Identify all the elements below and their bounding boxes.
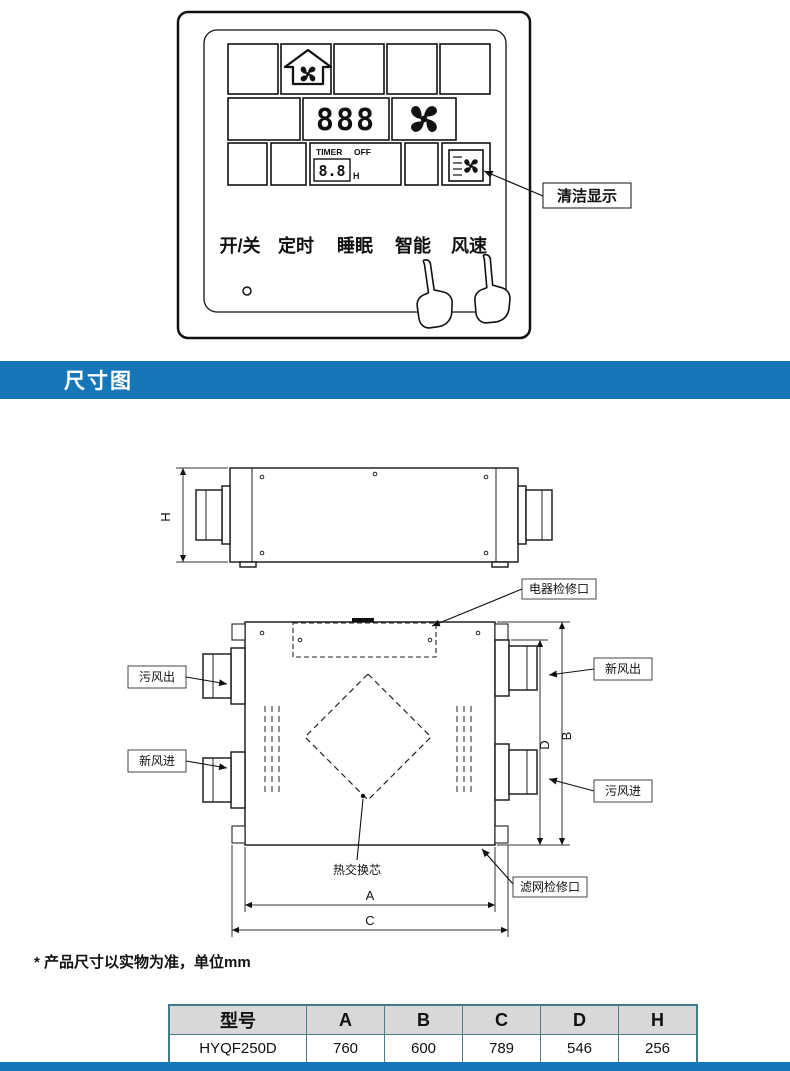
dim-b-label: B <box>559 732 574 741</box>
duct-port <box>517 485 527 545</box>
button-sleep: 睡眠 <box>337 236 373 256</box>
dimension-figure: H <box>127 467 653 937</box>
label-heat-exchange-core: 热交换芯 <box>333 862 381 877</box>
label-dirty-air-out: 污风出 <box>139 670 175 684</box>
unit-body-side <box>229 467 519 563</box>
duct-port <box>525 489 553 541</box>
mount-tab <box>494 623 509 641</box>
duct-port <box>494 639 510 697</box>
callout-label: 清洁显示 <box>557 187 617 205</box>
table-row: HYQF250D 760 600 789 546 256 <box>168 1034 698 1064</box>
header-h: H <box>618 1004 698 1035</box>
label-filter-access: 滤网检修口 <box>520 879 580 894</box>
dimension-note: * 产品尺寸以实物为准，单位mm <box>34 954 251 971</box>
mount-tab <box>494 825 509 844</box>
dim-a-label: A <box>366 888 375 903</box>
cell-h: 256 <box>618 1034 698 1064</box>
control-panel-figure: 888 TIMER OFF 8.8 H 开/关 定时 睡眠 智能 风速 <box>176 10 632 340</box>
timer-digit-box <box>313 158 351 182</box>
lcd-cell <box>270 142 307 186</box>
hour-unit-label: H <box>353 171 360 181</box>
cell-model: HYQF250D <box>168 1034 307 1064</box>
cell-b: 600 <box>384 1034 463 1064</box>
callout-arrow <box>483 170 544 197</box>
lcd-cell <box>404 142 439 186</box>
button-labels: 开/关 定时 睡眠 智能 风速 <box>219 235 487 256</box>
clean-callout: 清洁显示 <box>483 170 632 209</box>
header-c: C <box>462 1004 541 1035</box>
dim-c <box>231 845 509 937</box>
timer-state-label: OFF <box>354 147 371 157</box>
spec-table: 型号 A B C D H HYQF250D 760 600 789 546 25… <box>168 1004 698 1064</box>
dim-c-label: C <box>365 913 374 928</box>
duct-port <box>494 743 510 801</box>
next-section-banner-edge <box>0 1062 790 1071</box>
header-b: B <box>384 1004 463 1035</box>
fan-speed-digits: 888 <box>316 103 376 138</box>
duct-port <box>202 653 232 699</box>
lcd-cell <box>333 43 385 95</box>
top-view <box>202 618 538 846</box>
lcd-cell <box>302 97 390 141</box>
label-dirty-air-in: 污风进 <box>605 784 641 798</box>
label-fresh-air-in: 新风进 <box>139 753 175 768</box>
dim-a <box>244 847 496 912</box>
annotation-labels: 污风出 新风进 新风出 污风进 电器检修口 滤网检修口 热交换芯 <box>127 578 653 898</box>
duct-port <box>195 489 223 541</box>
dim-d-label: D <box>537 740 552 749</box>
header-d: D <box>540 1004 619 1035</box>
timer-label: TIMER <box>316 147 342 157</box>
dim-d <box>511 639 548 845</box>
unit-body-top <box>244 621 496 846</box>
duct-port <box>230 647 246 705</box>
annotation-leaders <box>185 588 595 885</box>
header-a: A <box>306 1004 385 1035</box>
mount-tab <box>231 623 246 641</box>
label-fresh-air-out: 新风出 <box>605 661 641 676</box>
dim-h <box>176 467 228 563</box>
house-ventilation-icon <box>283 48 333 86</box>
foot <box>239 561 257 568</box>
timer-digits: 8.8 <box>318 162 345 180</box>
clean-filter-icon <box>448 149 484 182</box>
button-fan-speed: 风速 <box>451 235 487 256</box>
filter-hatch <box>264 706 472 792</box>
button-smart: 智能 <box>395 235 431 256</box>
header-model: 型号 <box>168 1004 307 1035</box>
lcd-cell <box>439 43 491 95</box>
cell-c: 789 <box>462 1034 541 1064</box>
duct-port <box>221 485 231 545</box>
section-banner: 尺寸图 <box>0 361 790 399</box>
cell-a: 760 <box>306 1034 385 1064</box>
lcd-cell <box>386 43 438 95</box>
duct-port <box>230 751 246 809</box>
electrical-access-panel <box>292 622 437 658</box>
label-electrical-access: 电器检修口 <box>529 581 589 596</box>
mount-tab <box>231 825 246 844</box>
cell-d: 546 <box>540 1034 619 1064</box>
side-view <box>195 467 553 568</box>
button-power: 开/关 <box>219 235 260 256</box>
foot <box>491 561 509 568</box>
callout-box <box>542 182 632 209</box>
lcd-cell <box>227 97 301 141</box>
duct-port <box>508 645 538 691</box>
lcd-cell <box>227 142 268 186</box>
table-header-row: 型号 A B C D H <box>168 1004 698 1035</box>
section-banner-title: 尺寸图 <box>64 370 133 393</box>
duct-port <box>508 749 538 795</box>
dim-h-label: H <box>158 512 173 521</box>
button-timer: 定时 <box>278 235 314 256</box>
dim-b <box>497 621 570 846</box>
lcd-cell <box>227 43 279 95</box>
indicator-led <box>242 286 252 296</box>
